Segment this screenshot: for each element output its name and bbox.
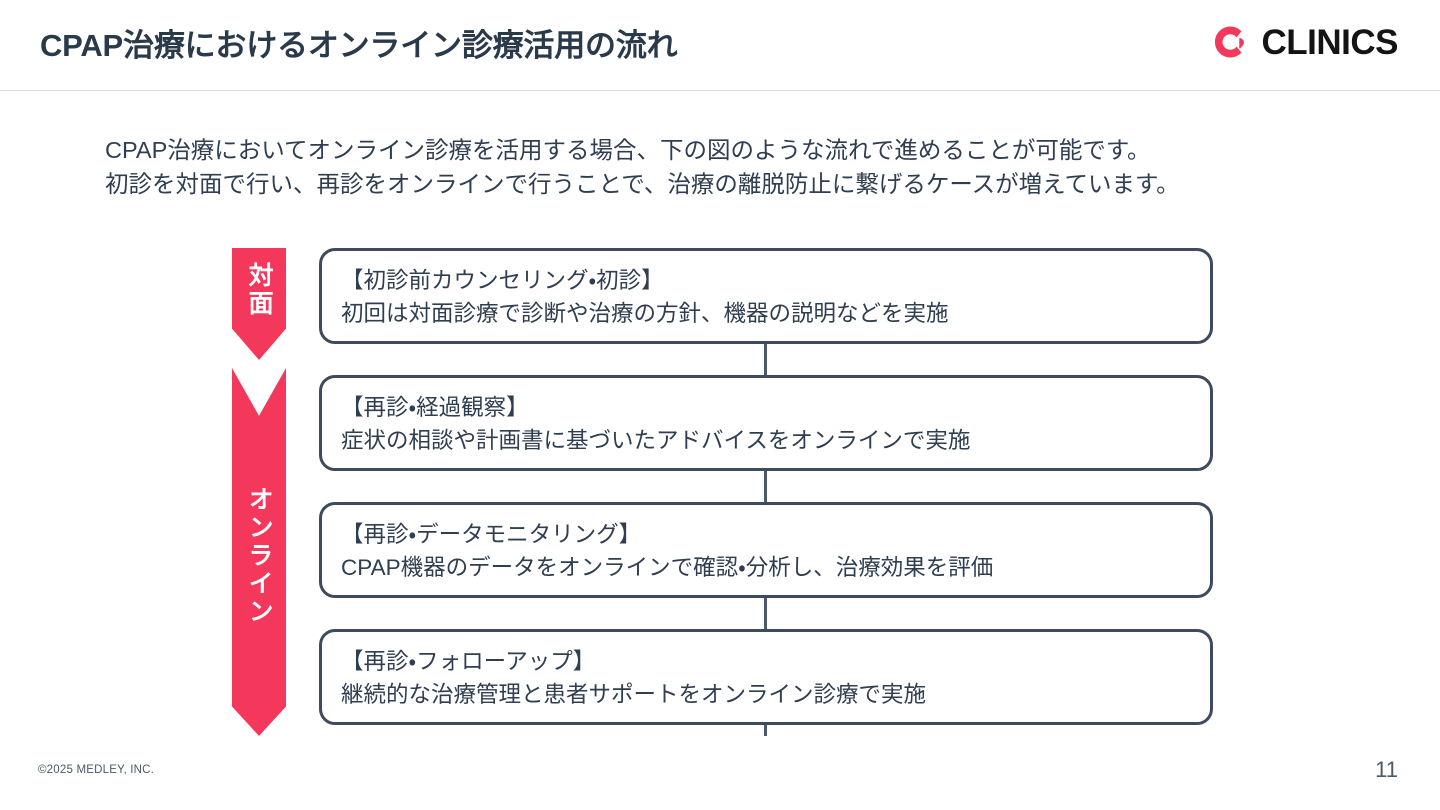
brand-logo-text: CLINICS bbox=[1261, 22, 1399, 62]
page-title: CPAP治療におけるオンライン診療活用の流れ bbox=[40, 28, 678, 63]
flow-step-title-4: 【再診・フォローアップ】 bbox=[341, 649, 596, 674]
flow-step-desc-1: 初回は対面診療で診断や治療の方針、機器の説明などを実施 bbox=[341, 301, 949, 326]
lead-paragraph: CPAP治療においてオンライン診療を活用する場合、下の図のような流れで進めること… bbox=[105, 137, 1180, 197]
flow-diagram: 対面 オンライン 【初診前カウンセリング・初診】 初回は対面診療で診断や治療の方… bbox=[0, 240, 1440, 750]
footer-copyright: ©2025 MEDLEY, INC. bbox=[38, 764, 155, 776]
flow-step-title-3: 【再診・データモニタリング】 bbox=[341, 522, 642, 547]
flow-step-desc-3: CPAP機器のデータをオンラインで確認・分析し、治療効果を評価 bbox=[341, 555, 994, 580]
slide-page-number: 11 bbox=[1375, 757, 1398, 782]
flow-step-box-3: 【再診・データモニタリング】 CPAP機器のデータをオンラインで確認・分析し、治… bbox=[319, 502, 1213, 598]
flow-step-box-2: 【再診・経過観察】 症状の相談や計画書に基づいたアドバイスをオンラインで実施 bbox=[319, 375, 1213, 471]
flow-step-desc-4: 継続的な治療管理と患者サポートをオンライン診療で実施 bbox=[341, 682, 927, 707]
slide-header: CPAP治療におけるオンライン診療活用の流れ CLINICS bbox=[0, 0, 1440, 91]
phase-arrow-in-person: 対面 bbox=[232, 248, 286, 360]
flow-step-title-1: 【初診前カウンセリング・初診】 bbox=[341, 268, 664, 293]
phase-arrow-label-in-person: 対面 bbox=[245, 262, 274, 318]
brand-logo: CLINICS bbox=[1211, 20, 1399, 64]
header-divider bbox=[0, 90, 1440, 91]
flow-step-box-1: 【初診前カウンセリング・初診】 初回は対面診療で診断や治療の方針、機器の説明など… bbox=[319, 248, 1213, 344]
phase-arrow-label-online: オンライン bbox=[245, 486, 274, 626]
flow-step-title-2: 【再診・経過観察】 bbox=[341, 395, 529, 420]
flow-step-box-4: 【再診・フォローアップ】 継続的な治療管理と患者サポートをオンライン診療で実施 bbox=[319, 629, 1213, 725]
clinics-c-mark-icon bbox=[1211, 22, 1251, 62]
flow-step-desc-2: 症状の相談や計画書に基づいたアドバイスをオンラインで実施 bbox=[341, 428, 971, 453]
phase-arrow-online: オンライン bbox=[232, 368, 286, 736]
